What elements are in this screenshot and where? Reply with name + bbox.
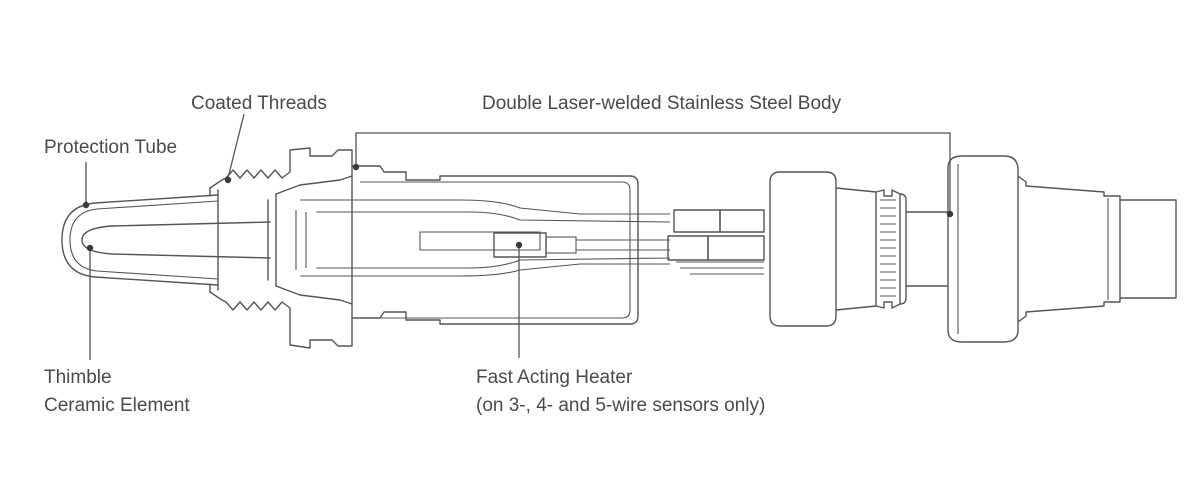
label-protection-tube: Protection Tube — [44, 137, 178, 158]
label-thimble-line2: Ceramic Element — [44, 395, 190, 416]
cable-end — [947, 155, 1177, 343]
steel-body — [300, 165, 671, 325]
label-heater-line2: (on 3-, 4- and 5-wire sensors only) — [476, 395, 766, 416]
heater-element — [493, 232, 670, 258]
leader-dot-body-right — [946, 210, 954, 218]
leader-coated-threads — [227, 113, 245, 179]
terminals — [667, 209, 765, 275]
leader-dot-body-left — [352, 163, 360, 171]
label-thimble: Thimble Ceramic Element — [44, 366, 190, 418]
leader-dot-thimble — [86, 244, 94, 252]
grommet-shell — [769, 171, 949, 327]
thimble-ceramic-element — [81, 221, 271, 259]
label-heater-line1: Fast Acting Heater — [476, 367, 633, 388]
label-steel-body: Double Laser-welded Stainless Steel Body — [482, 93, 842, 114]
protection-tube — [61, 194, 219, 286]
leader-dot-protection-tube — [82, 201, 90, 209]
leader-dot-heater — [515, 241, 523, 249]
label-heater: Fast Acting Heater (on 3-, 4- and 5-wire… — [476, 366, 765, 418]
leader-dot-coated-threads — [224, 176, 232, 184]
threaded-section — [209, 147, 353, 349]
label-coated-threads: Coated Threads — [191, 93, 327, 114]
leader-steel-body — [355, 132, 951, 214]
leader-lines — [82, 113, 954, 360]
label-thimble-line1: Thimble — [44, 367, 112, 388]
